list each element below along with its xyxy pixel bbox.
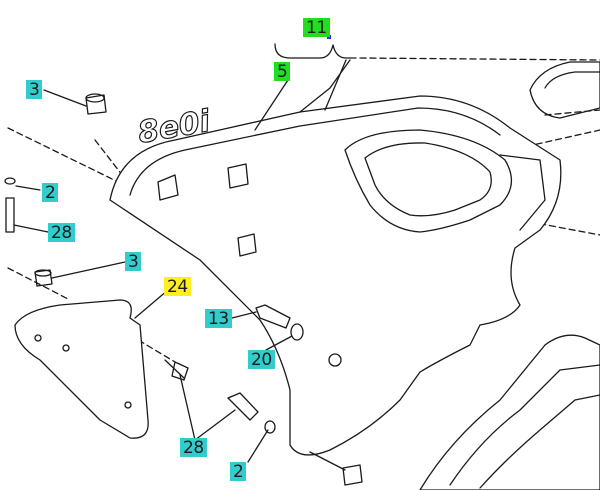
callout-3-top[interactable]: 3 (26, 80, 43, 99)
vent-slot (499, 154, 546, 231)
cowl-panel (109, 95, 562, 456)
dashed-guide-bracket (7, 267, 71, 301)
washer-2-top (4, 177, 16, 185)
cowl-inner-edge (129, 107, 501, 196)
callout-2-top[interactable]: 2 (42, 183, 59, 202)
lower-frame-inner (449, 364, 600, 486)
leader-20 (265, 335, 293, 351)
leader-28b-1 (179, 374, 196, 441)
washer-2-bottom (264, 420, 276, 434)
leader-2b (247, 429, 269, 463)
nut-3-top-cap (85, 93, 105, 103)
bolt-28-top (5, 197, 15, 233)
grommet-2 (227, 163, 249, 189)
leader-11-brace (274, 43, 357, 59)
bracket-hole-3 (124, 401, 132, 409)
vent-opening (344, 129, 512, 233)
grommet-3 (237, 233, 257, 257)
nut-3-mid-cap (34, 269, 52, 277)
leader-5 (254, 79, 289, 131)
callout-24[interactable]: 24 (164, 277, 191, 296)
callout-5[interactable]: 5 (274, 62, 291, 81)
bracket-hole-1 (34, 334, 42, 342)
leader-11 (324, 59, 347, 111)
upper-right-lamp-inner (544, 71, 600, 89)
washer-20 (290, 323, 304, 341)
leader-2a (15, 185, 41, 191)
callout-2-bottom[interactable]: 2 (230, 462, 247, 481)
leader-3b (51, 261, 126, 279)
nut-3-top (85, 94, 107, 115)
marker-dot (327, 35, 331, 39)
leader-28b-2 (194, 409, 236, 441)
callout-28-bottom[interactable]: 28 (180, 438, 207, 457)
screw-28-a-shank (164, 359, 185, 379)
lower-frame (419, 334, 600, 490)
side-bracket (14, 299, 149, 439)
dashed-guide-screw (129, 334, 176, 363)
dashed-guide-top (359, 57, 600, 61)
screw-28-b (227, 392, 259, 421)
leader-3a (43, 89, 87, 107)
vent-inner (364, 142, 492, 217)
bolt-13 (255, 304, 291, 329)
leader-28a (13, 224, 49, 233)
callout-13[interactable]: 13 (205, 309, 232, 328)
callout-3-mid[interactable]: 3 (125, 252, 142, 271)
panel-boss (328, 353, 342, 367)
lower-frame-detail (479, 394, 600, 489)
upper-right-lamp (529, 61, 600, 119)
leader-nut (309, 451, 346, 471)
cowl-ridge (299, 59, 351, 113)
callout-11[interactable]: 11 (303, 18, 330, 37)
leader-24 (134, 289, 169, 319)
nut-bottom (342, 464, 363, 486)
grommet-1 (157, 174, 179, 201)
callout-20[interactable]: 20 (248, 350, 275, 369)
bracket-hole-2 (62, 344, 70, 352)
leader-13 (231, 311, 257, 319)
screw-28-a (171, 361, 189, 381)
callout-28-top[interactable]: 28 (48, 223, 75, 242)
